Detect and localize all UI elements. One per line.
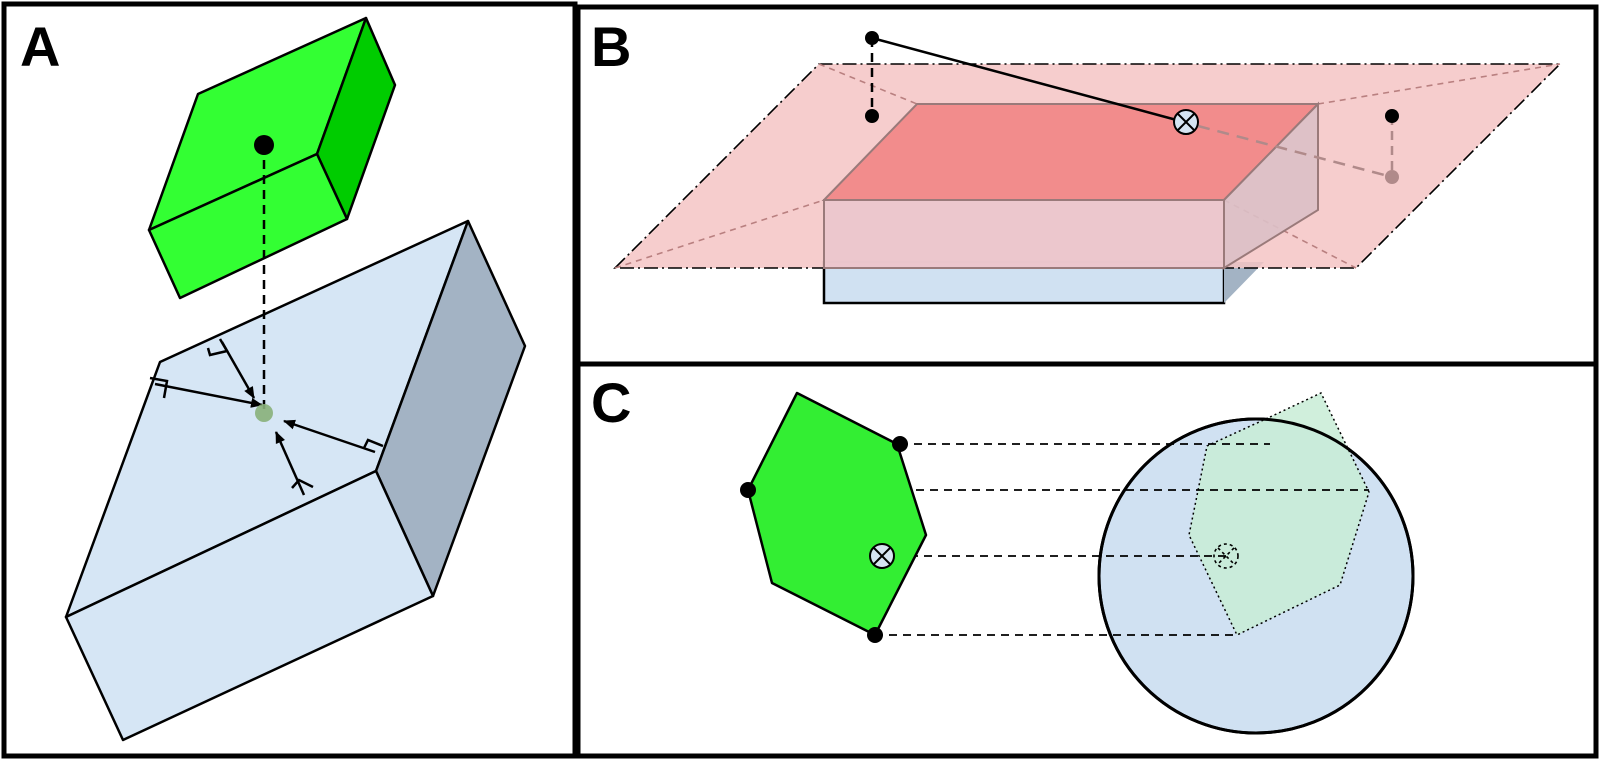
centroid-marker-source <box>869 543 895 569</box>
red-slab-side-face <box>1223 101 1319 270</box>
panel-a-label: A <box>20 15 60 78</box>
perpendicular-arrows <box>149 338 384 496</box>
red-slab-front-face <box>823 199 1225 269</box>
hexagon-vertex-top-right <box>892 436 908 452</box>
green-box <box>147 16 397 300</box>
blue-slab-side <box>1224 262 1264 303</box>
projected-hexagon <box>1188 392 1370 637</box>
panel-c: C <box>575 361 1599 759</box>
panel-b-label: B <box>591 15 631 78</box>
blue-box-front-face <box>64 469 435 742</box>
right-angle-mark-left <box>149 376 169 399</box>
green-box-front-face <box>147 152 349 300</box>
right-point <box>1385 109 1399 123</box>
right-angle-mark-lower <box>291 478 314 489</box>
right-angle-mark-upper <box>206 338 229 357</box>
panel-c-label: C <box>591 371 631 434</box>
green-box-center-point <box>254 135 274 155</box>
right-angle-mark-right <box>362 438 384 449</box>
arrow-from-lower-edge <box>274 431 306 496</box>
dashed-connector-line <box>1197 124 1393 179</box>
arrow-from-left-edge <box>154 382 263 408</box>
hexagon-vertex-left <box>740 482 756 498</box>
projected-hexagon-circle-overlay <box>1097 417 1415 735</box>
centroid-marker-projected <box>1213 543 1239 569</box>
panel-b: B <box>575 4 1599 367</box>
panel-a: A <box>1 1 578 759</box>
left-point-projection <box>865 109 879 123</box>
solid-connector-line <box>871 36 1185 124</box>
panel-c-frame <box>575 361 1599 759</box>
centroid-marker-b <box>1173 109 1199 135</box>
hexagon-vertex-bottom <box>867 627 883 643</box>
projected-center-point <box>255 404 273 422</box>
arrow-from-right-edge <box>283 419 376 454</box>
